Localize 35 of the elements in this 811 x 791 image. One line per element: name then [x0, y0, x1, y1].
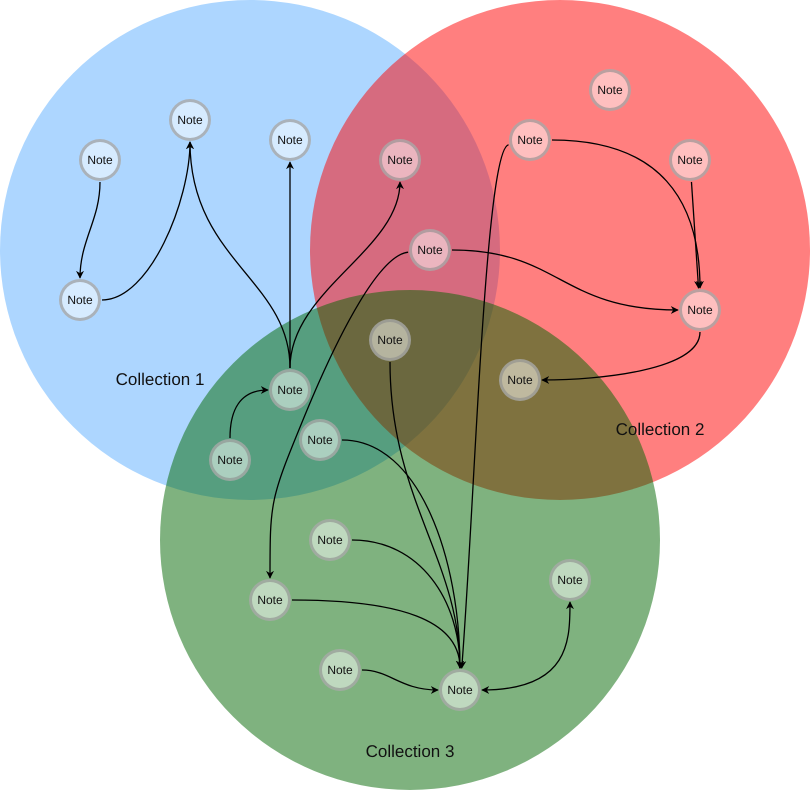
arrow: [552, 139, 704, 289]
note-circle: Note: [379, 139, 421, 181]
arrow: [229, 386, 269, 438]
arrow: [458, 144, 510, 669]
note-circle: Note: [669, 139, 711, 181]
set-label: Collection 2: [616, 420, 704, 440]
arrow: [690, 182, 702, 289]
set-label: Collection 1: [116, 370, 204, 390]
note-circle: Note: [499, 359, 541, 401]
note-circle: Note: [679, 289, 721, 331]
arrow: [362, 669, 439, 694]
note-circle: Note: [509, 119, 551, 161]
note-circle: Note: [549, 559, 591, 601]
note-circle: Note: [269, 119, 311, 161]
arrow: [292, 599, 464, 669]
note-circle: Note: [79, 139, 121, 181]
double-arrow: [481, 601, 574, 694]
note-circle: Note: [59, 279, 101, 321]
arrow: [289, 181, 404, 368]
note-circle: Note: [169, 99, 211, 141]
note-circle: Note: [409, 229, 451, 271]
set-label: Collection 3: [366, 742, 454, 762]
arrow: [541, 332, 701, 384]
note-circle: Note: [439, 669, 481, 711]
arrow: [76, 182, 101, 279]
note-circle: Note: [319, 649, 361, 691]
arrow: [266, 252, 408, 579]
note-circle: Note: [309, 519, 351, 561]
note-circle: Note: [209, 439, 251, 481]
note-circle: Note: [299, 419, 341, 461]
note-circle: Note: [589, 69, 631, 111]
note-circle: Note: [269, 369, 311, 411]
arrow: [452, 249, 679, 314]
note-circle: Note: [369, 319, 411, 361]
note-circle: Note: [249, 579, 291, 621]
